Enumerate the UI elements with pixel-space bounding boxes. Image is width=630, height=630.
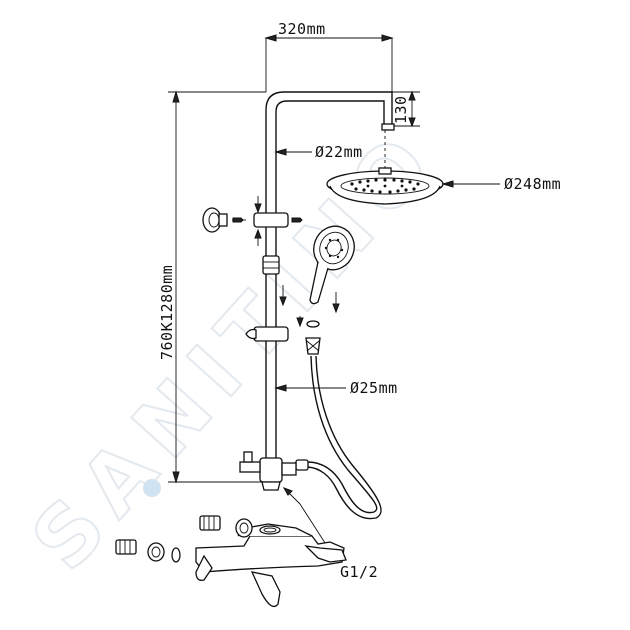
eccentric-connector-left [115,539,181,563]
riser-pipe [265,91,395,470]
hose-washer [306,320,320,328]
dimension-arm-diameter: Ø22mm [274,143,363,161]
hand-shower [309,225,355,314]
diverter [239,451,337,561]
eccentric-connector-right [199,515,253,538]
wall-bracket-lower [245,316,304,342]
arm-length-label: 320mm [278,20,326,38]
mixer-outlet-seal [259,525,281,535]
dimension-arm-length: 320mm [264,20,394,92]
hose-cone-nut [305,337,321,355]
dimension-height: 760K1280mm [158,90,266,484]
wall-bracket-upper [202,196,303,246]
head-diameter-label: Ø248mm [504,175,561,193]
drop-label: 130 [392,95,410,124]
bath-mixer [195,523,347,608]
arm-diameter-label: Ø22mm [315,143,363,161]
dimension-drop: 130 [392,90,420,128]
slide-holder [262,255,287,307]
height-range-label: 760K1280mm [158,265,176,360]
dimension-head-diameter: Ø248mm [441,175,561,193]
dimension-rail-diameter: Ø25mm [274,379,398,397]
shower-hose [295,355,382,520]
rail-diameter-label: Ø25mm [350,379,398,397]
watermark-drop-icon [143,479,161,497]
thread-size-label: G1/2 [340,563,378,581]
